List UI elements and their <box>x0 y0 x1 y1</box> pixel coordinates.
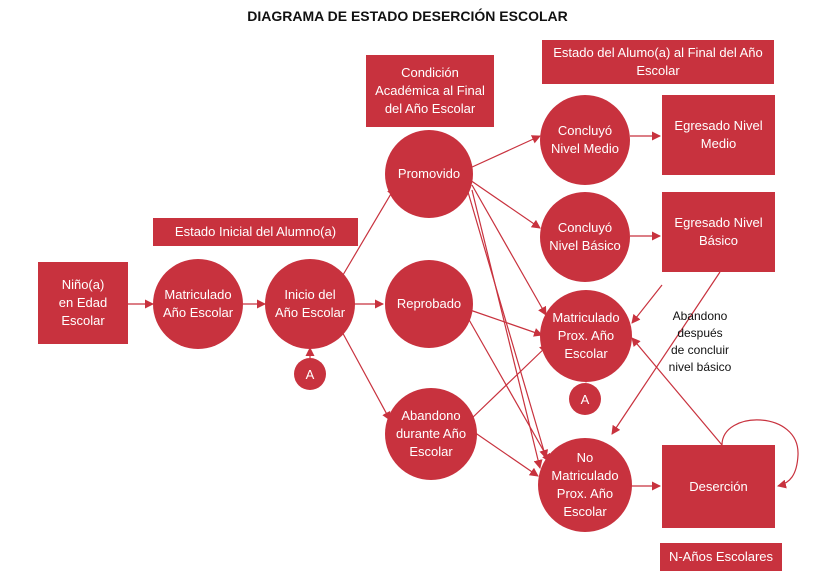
node-reprobado: Reprobado <box>385 260 473 348</box>
header-estado-final: Estado del Alumo(a) al Final del Año Esc… <box>542 40 774 84</box>
node-nino: Niño(a) en Edad Escolar <box>38 262 128 344</box>
header-condicion: Condición Académica al Final del Año Esc… <box>366 55 494 127</box>
arrow-abandono-matriculado <box>469 344 549 421</box>
node-promovido: Promovido <box>385 130 473 218</box>
node-no-matriculado: No Matriculado Prox. Año Escolar <box>538 438 632 532</box>
node-egresado-basico: Egresado Nivel Básico <box>662 192 775 272</box>
annotation-abandono: Abandono después de concluir nivel básic… <box>668 309 732 374</box>
connector-a-right: A <box>569 383 601 415</box>
node-concluyo-basico: Concluyó Nivel Básico <box>540 192 630 282</box>
arrow-desercion-matriculado <box>631 337 723 446</box>
node-matriculado: Matriculado Año Escolar <box>153 259 243 349</box>
node-egresado-medio: Egresado Nivel Medio <box>662 95 775 175</box>
arrow-desercion-loop <box>721 419 799 489</box>
arrow-reprobado-nomatriculado <box>467 317 551 463</box>
arrow-promovido-medio <box>469 135 541 169</box>
node-inicio: Inicio del Año Escolar <box>265 259 355 349</box>
arrow-basico-abandono <box>631 284 663 324</box>
arrow-basico-nomatriculado <box>611 271 721 435</box>
arrow-abandono-nomatriculado <box>473 431 539 477</box>
arrow-promovido-nomatriculado-1 <box>471 189 543 469</box>
connector-a-left: A <box>294 358 326 390</box>
header-estado-inicial: Estado Inicial del Alumno(a) <box>153 218 358 246</box>
arrow-promovido-nomatriculado-2 <box>467 191 549 459</box>
node-concluyo-medio: Concluyó Nivel Medio <box>540 95 630 185</box>
arrow-inicio-abandono <box>339 327 391 421</box>
arrow-reprobado-matriculado <box>469 309 543 337</box>
arrow-promovido-basico <box>469 179 541 229</box>
node-abandono-durante: Abandono durante Año Escolar <box>385 388 477 480</box>
arrow-inicio-promovido <box>339 186 396 281</box>
header-n-anos: N-Años Escolares <box>660 543 782 571</box>
diagram-title: DIAGRAMA DE ESTADO DESERCIÓN ESCOLAR <box>247 8 568 24</box>
node-desercion: Deserción <box>662 445 775 528</box>
node-matriculado-prox: Matriculado Prox. Año Escolar <box>540 290 632 382</box>
arrow-promovido-matriculado <box>471 184 547 316</box>
